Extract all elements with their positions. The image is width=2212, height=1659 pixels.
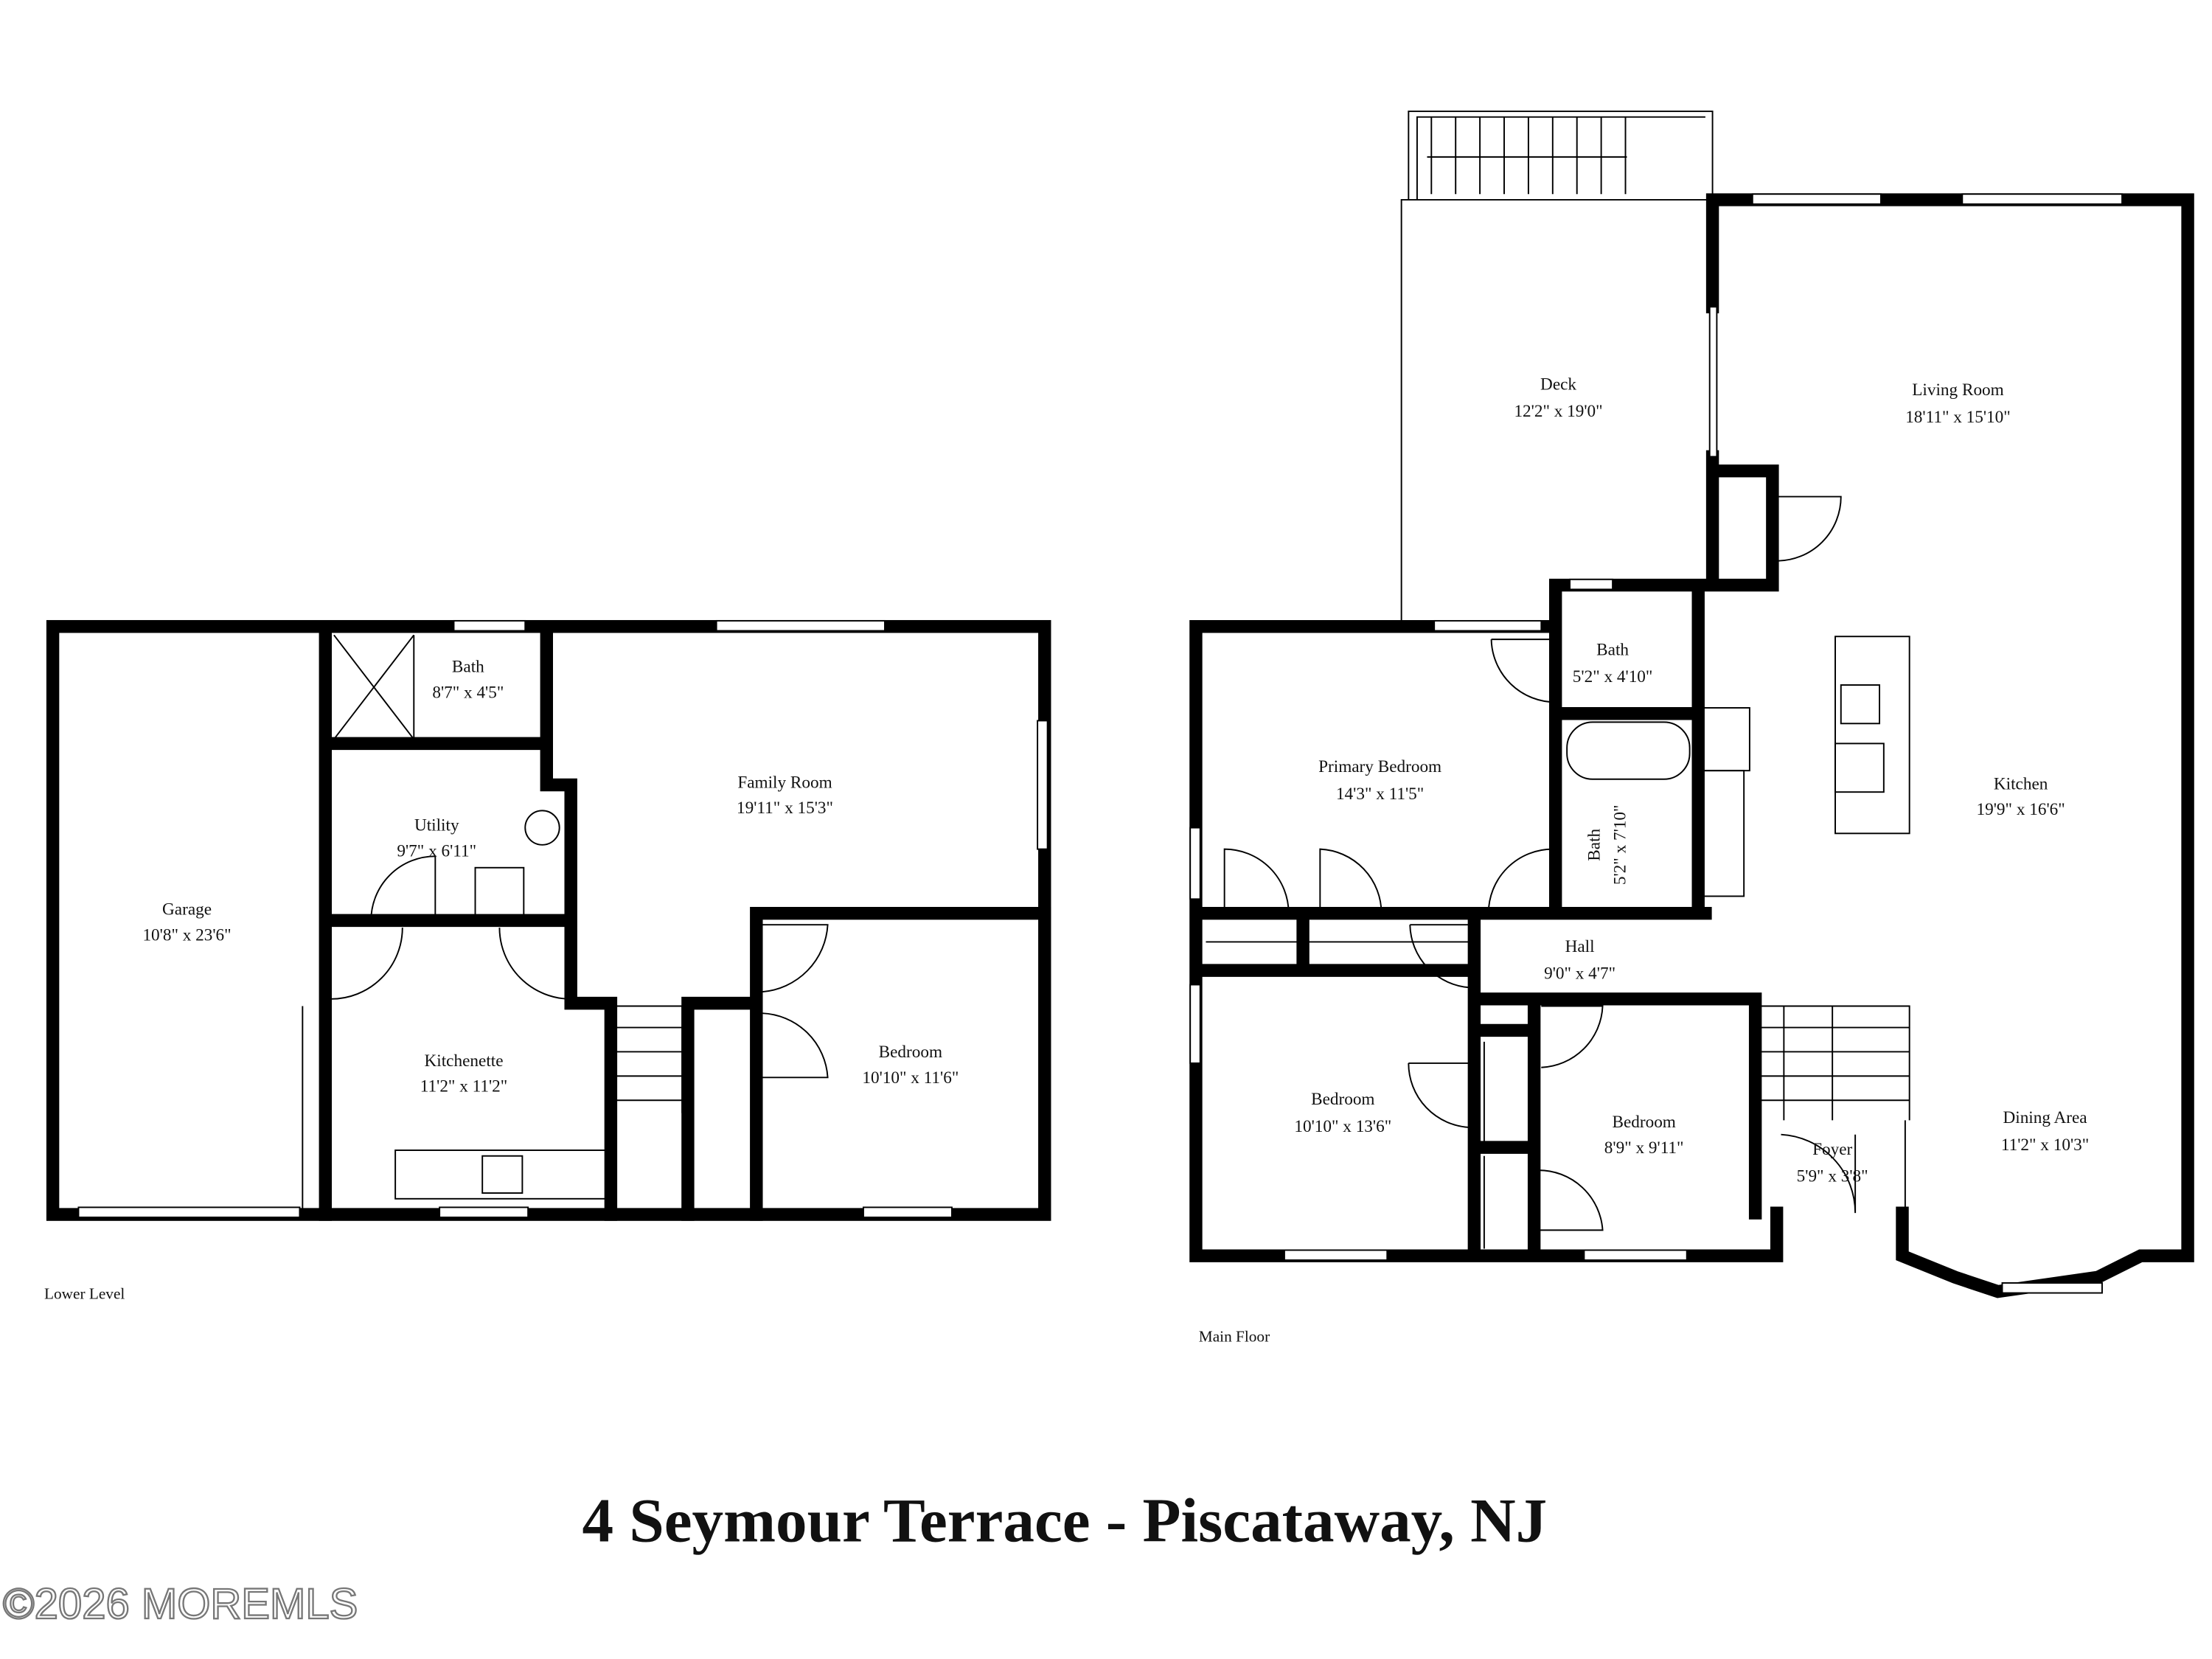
watermark: ©2026 MOREMLS (3, 1580, 358, 1628)
room-size: 18'11" x 15'10" (1905, 408, 2011, 427)
room-name: Bedroom (1311, 1090, 1374, 1109)
room-size: 10'10" x 13'6" (1294, 1117, 1391, 1136)
room-name: Dining Area (2003, 1108, 2087, 1127)
room-name: Bedroom (1612, 1113, 1675, 1132)
room-size: 12'2" x 19'0" (1514, 402, 1602, 421)
room-size: 10'10" x 11'6" (862, 1068, 959, 1088)
room-size: 11'2" x 11'2" (420, 1077, 507, 1096)
room-size: 14'3" x 11'5" (1336, 785, 1424, 804)
room-size: 19'9" x 16'6" (1977, 800, 2065, 819)
room-name: Garage (162, 900, 212, 919)
room-size: 8'9" x 9'11" (1604, 1138, 1684, 1158)
level-label: Lower Level (44, 1284, 125, 1302)
room-name: Family Room (737, 773, 832, 792)
room-name: Utility (414, 815, 459, 835)
room-name: Primary Bedroom (1318, 757, 1441, 776)
room-name: Kitchenette (425, 1051, 504, 1071)
room-size: 5'2" x 7'10" (1611, 805, 1630, 886)
room-size: 10'8" x 23'6" (142, 925, 231, 945)
room-name: Bath (452, 658, 484, 677)
room-name: Hall (1565, 937, 1595, 956)
room-name: Foyer (1812, 1140, 1852, 1159)
room-name: Bath (1585, 828, 1604, 860)
room-size: 8'7" x 4'5" (432, 683, 504, 702)
room-name: Living Room (1912, 380, 2003, 400)
lower-level-plan (46, 619, 1051, 1221)
level-label: Main Floor (1199, 1327, 1270, 1345)
room-size: 5'9" x 3'8" (1797, 1167, 1868, 1186)
room-size: 9'7" x 6'11" (397, 841, 476, 860)
room-size: 5'2" x 4'10" (1573, 667, 1653, 686)
room-name: Bedroom (879, 1043, 942, 1062)
page-title: 4 Seymour Terrace - Piscataway, NJ (582, 1486, 1548, 1555)
room-name: Bath (1596, 640, 1629, 659)
room-size: 19'11" x 15'3" (737, 799, 833, 818)
room-size: 9'0" x 4'7" (1544, 964, 1615, 984)
main-floor-plan (1189, 111, 2194, 1298)
room-size: 11'2" x 10'3" (2001, 1135, 2089, 1155)
room-name: Deck (1540, 375, 1576, 394)
room-name: Kitchen (1994, 774, 2048, 793)
